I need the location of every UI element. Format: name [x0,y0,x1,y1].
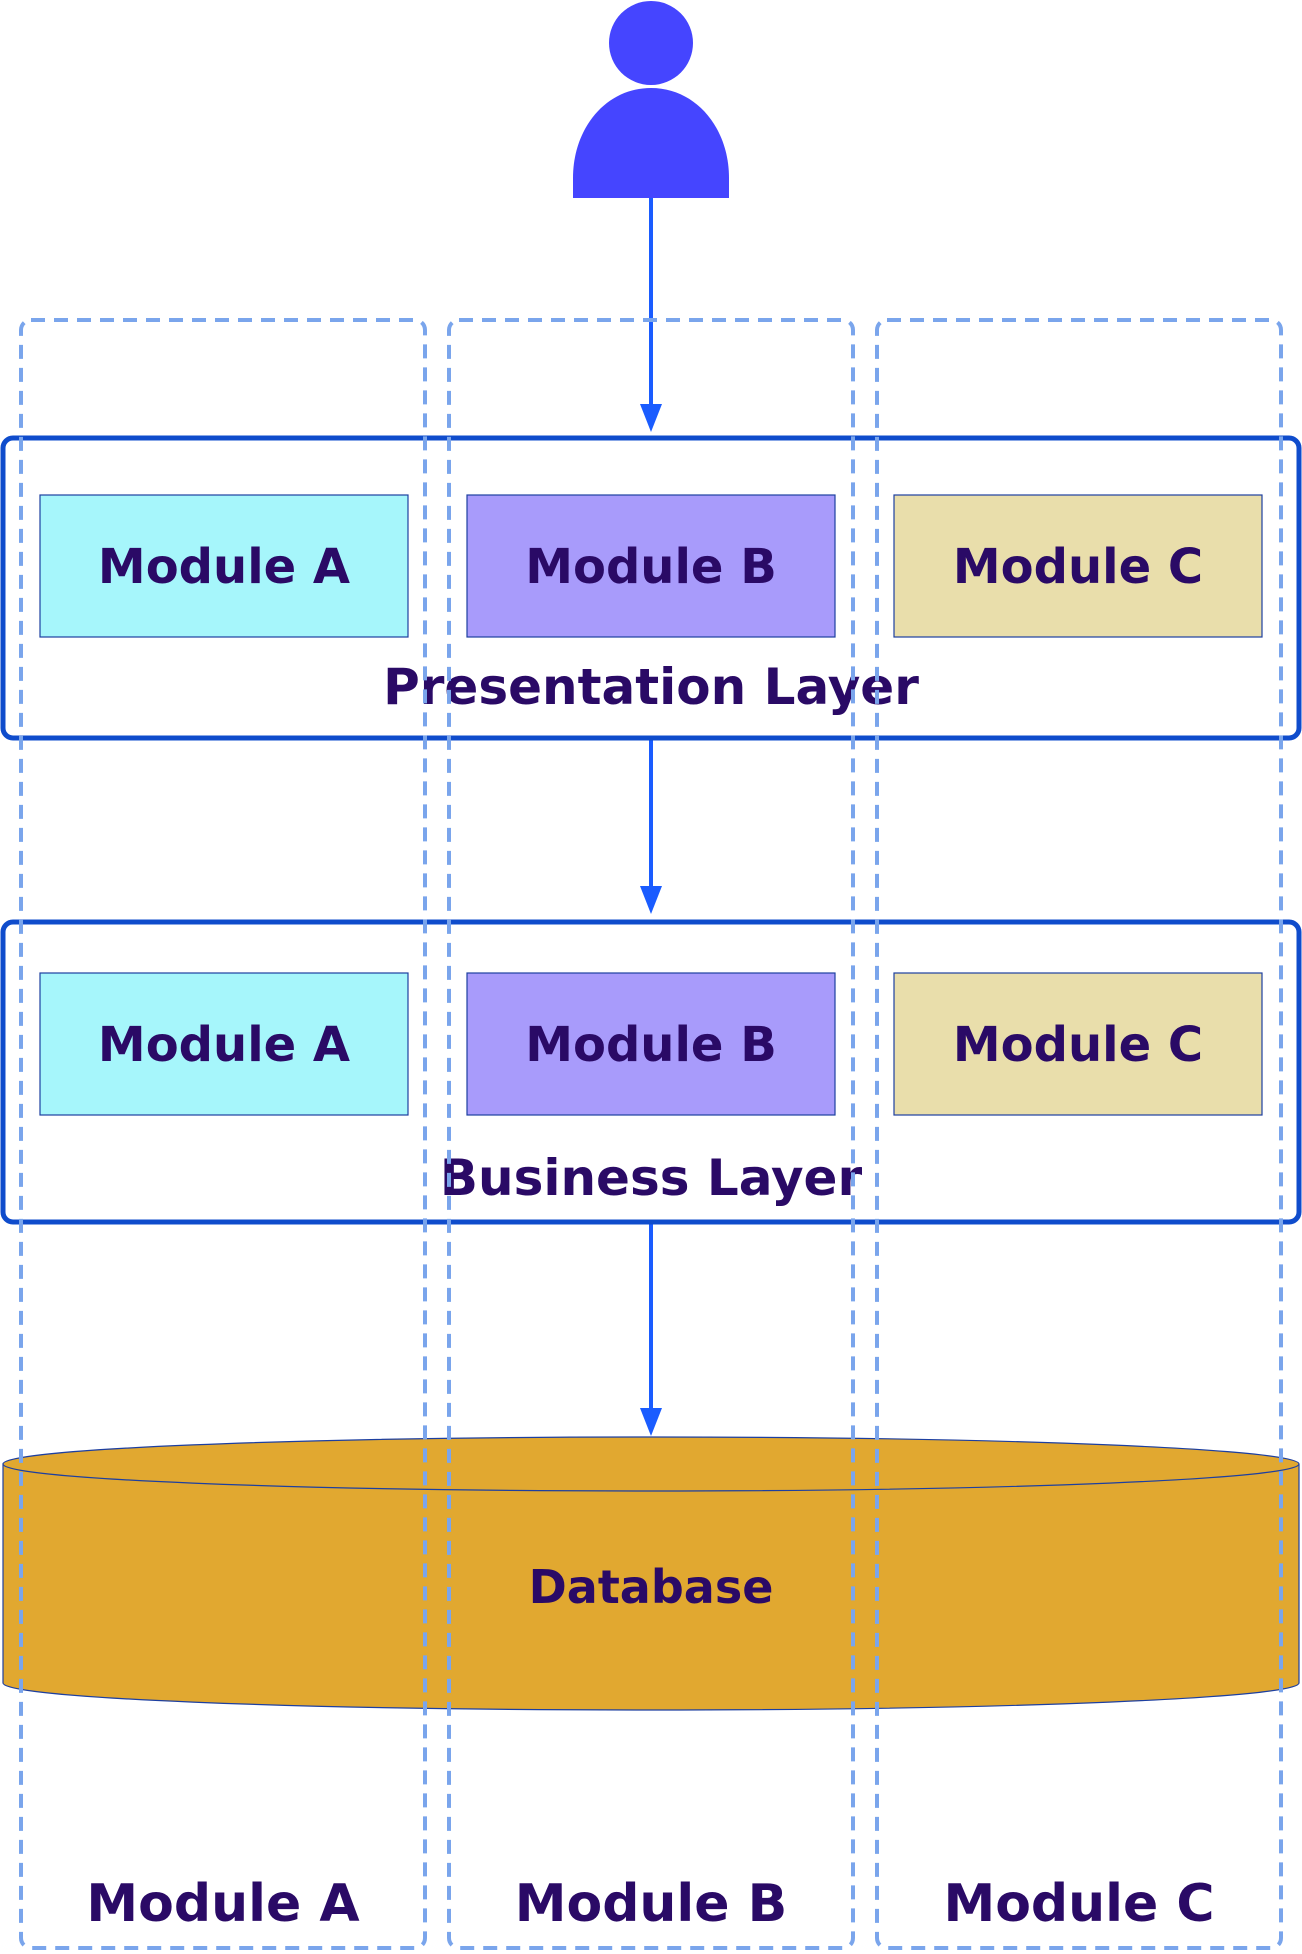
presentation-layer-label: Presentation Layer [383,658,919,716]
arrow-presentation-to-business [640,740,662,914]
presentation-module-c-label: Module C [953,539,1203,595]
business-module-c-label: Module C [953,1017,1203,1073]
database-body [2,1436,1300,1711]
column-module-c-label: Module C [943,1874,1214,1934]
presentation-layer-frame [0,435,1302,741]
user-icon [573,1,729,198]
arrow-business-to-database [640,1224,662,1436]
business-module-a: Module A [39,972,409,1116]
column-module-a [19,318,427,1950]
column-module-b [447,318,855,1950]
presentation-module-c: Module C [893,494,1263,638]
user-body [573,88,729,198]
business-module-a-label: Module A [98,1017,350,1073]
database-top-rim [2,1463,1300,1492]
business-layer-label: Business Layer [440,1149,863,1207]
user-head [609,1,693,85]
presentation-module-a: Module A [39,494,409,638]
presentation-layer: Module A Module B Module C Presentation … [0,435,1302,741]
arrow-user-to-presentation [640,198,662,432]
flow-arrows [640,198,662,1436]
module-columns: Module A Module B Module C [19,318,1283,1950]
column-module-a-label: Module A [86,1874,359,1934]
database-cylinder: Database [2,1436,1300,1711]
presentation-module-b: Module B [466,494,836,638]
presentation-module-b-label: Module B [525,539,777,595]
column-module-c [875,318,1283,1950]
column-module-b-label: Module B [515,1874,788,1934]
business-module-b-label: Module B [525,1017,777,1073]
business-layer: Module A Module B Module C Business Laye… [0,919,1302,1225]
business-layer-frame [0,919,1302,1225]
business-module-c: Module C [893,972,1263,1116]
database-label: Database [529,1560,774,1614]
business-module-b: Module B [466,972,836,1116]
presentation-module-a-label: Module A [98,539,350,595]
